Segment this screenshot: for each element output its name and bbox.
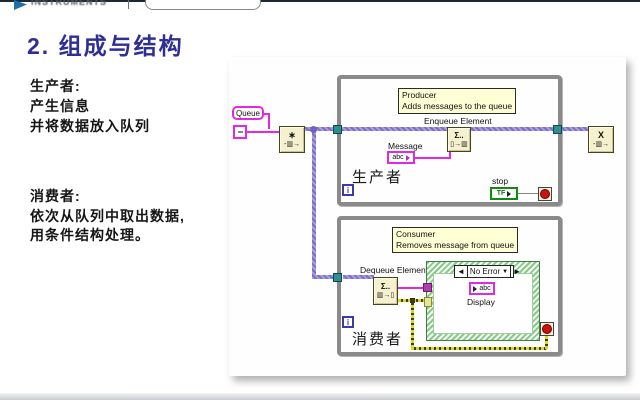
producer-line-2: 并将数据放入队列 <box>30 118 150 134</box>
queue-wire <box>561 127 590 131</box>
iteration-i: i <box>346 185 350 195</box>
obtain-queue-node: ∗ -▥→ <box>279 126 305 153</box>
queue-wire <box>312 129 316 279</box>
display-string-indicator: abc <box>469 282 495 295</box>
queue-wire <box>305 127 347 131</box>
case-next-icon: ► <box>513 267 522 276</box>
page-title: 2. 组成与结构 <box>27 33 184 59</box>
brand-text: INSTRUMENTS <box>31 0 107 7</box>
queue-wire <box>345 127 449 131</box>
release-queue-node: X -▥→ <box>588 126 614 153</box>
consumer-comment-line-2: Removes message from queue <box>396 240 515 251</box>
release-queue-glyph-top: X <box>597 130 604 140</box>
control-arrow-icon <box>507 190 512 197</box>
iteration-i: i <box>346 317 350 327</box>
producer-heading: 生产者: <box>30 78 81 94</box>
top-strip <box>0 0 640 2</box>
producer-right-tunnel <box>553 125 562 134</box>
case-prev-icon: ◄ <box>457 267 465 276</box>
producer-cn-label: 生产者 <box>352 168 404 186</box>
queue-wire <box>343 275 374 279</box>
consumer-line-2: 用条件结构处理。 <box>30 227 150 243</box>
header-divider <box>128 0 129 9</box>
queue-name-constant: Queue <box>232 106 264 120</box>
queue-icon: -▥→ <box>593 141 609 148</box>
string-constant <box>233 125 247 139</box>
display-label: Display <box>467 297 495 307</box>
error-wire <box>411 347 547 350</box>
message-label: Message <box>388 141 423 151</box>
enqueue-element-node: Σ.. ▯→▥ <box>447 127 471 152</box>
producer-while-loop <box>337 75 562 206</box>
enqueue-glyph-top: Σ.. <box>454 130 464 140</box>
display-value: abc <box>479 285 491 292</box>
consumer-comment: Consumer Removes message from queue <box>392 227 519 254</box>
producer-comment: Producer Adds messages to the queue <box>398 88 517 115</box>
dequeue-element-label: Dequeue Element <box>360 265 429 275</box>
message-value: abc <box>392 154 404 161</box>
queue-wire <box>312 275 338 279</box>
stop-label: stop <box>492 176 509 186</box>
enqueue-element-label: Enqueue Element <box>424 116 492 126</box>
indicator-arrow-icon <box>473 285 478 292</box>
case-name: No Error <box>469 267 501 276</box>
string-wire <box>258 113 270 115</box>
ni-logo-icon <box>14 0 27 10</box>
tf-value: TF <box>496 190 506 197</box>
error-wire <box>411 302 414 348</box>
stop-boolean-control: TF <box>490 187 518 200</box>
producer-iteration-terminal: i <box>342 184 354 196</box>
producer-loop-condition-terminal <box>538 187 552 201</box>
consumer-line-1: 依次从队列中取出数据, <box>30 208 185 224</box>
string-wire <box>415 157 451 159</box>
case-error-tunnel <box>424 297 432 307</box>
string-wire <box>268 113 270 129</box>
dequeue-glyph-top: Σ.. <box>380 282 391 291</box>
dequeue-icon: ▥→▯ <box>376 292 395 299</box>
string-wire <box>246 131 280 133</box>
consumer-cn-label: 消费者 <box>352 330 404 348</box>
header-pill-outline <box>145 0 261 10</box>
producer-left-tunnel <box>333 125 342 134</box>
error-wire <box>545 336 548 349</box>
consumer-loop-condition-terminal <box>540 322 554 336</box>
consumer-while-loop <box>337 216 562 356</box>
empty-constant-dash <box>237 131 243 133</box>
case-selector: ◄ No Error ▼ ► <box>454 265 521 278</box>
case-string-tunnel <box>423 283 432 292</box>
wire-junction <box>310 126 317 133</box>
string-wire <box>449 151 451 158</box>
producer-line-1: 产生信息 <box>30 98 90 114</box>
enqueue-icon: ▯→▥ <box>450 140 468 148</box>
consumer-heading: 消费者: <box>30 188 81 204</box>
obtain-queue-glyph-top: ∗ <box>288 130 296 140</box>
stop-circle-icon <box>540 189 550 199</box>
queue-wire <box>470 127 557 131</box>
dequeue-element-node: Σ.. ▥→▯ <box>373 277 398 305</box>
consumer-left-tunnel <box>333 273 342 282</box>
producer-comment-line-1: Producer <box>402 90 437 100</box>
bottom-strip <box>0 393 640 400</box>
producer-comment-line-2: Adds messages to the queue <box>402 101 513 112</box>
message-string-control: abc <box>387 151 415 164</box>
queue-icon: -▥→ <box>284 141 300 148</box>
queue-name-text: Queue <box>235 108 261 118</box>
consumer-iteration-terminal: i <box>342 316 354 328</box>
consumer-comment-line-1: Consumer <box>396 229 436 239</box>
case-selector-value: No Error ▼ <box>466 266 512 277</box>
stop-circle-icon <box>542 324 552 334</box>
string-wire <box>398 287 425 289</box>
case-dropdown-icon: ▼ <box>502 268 509 275</box>
control-arrow-icon <box>405 154 410 161</box>
wire-junction <box>410 298 415 303</box>
boolean-wire <box>518 193 538 194</box>
